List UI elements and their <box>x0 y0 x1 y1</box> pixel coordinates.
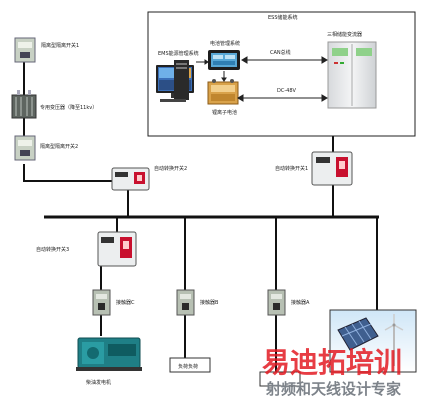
contactor-c-icon <box>92 289 111 316</box>
contactor-c: 接触器C <box>92 289 135 316</box>
contactor-a-label: 接触器A <box>291 299 310 306</box>
contactor-a-icon <box>267 289 286 316</box>
pcs-cabinet: 三相储能变流器 <box>327 31 377 109</box>
isolator-1-icon <box>14 37 36 63</box>
diesel-generator: 柴油发电机 <box>76 337 142 386</box>
wind-turbine-icon <box>384 314 404 366</box>
solar-panel-icon <box>337 317 379 351</box>
isolator-2-icon <box>14 135 36 161</box>
bms-label: 电池管理系统 <box>210 40 240 47</box>
renewables <box>329 309 417 373</box>
battery-label: 锂离子电池 <box>212 109 237 116</box>
keyboard-icon <box>160 99 186 102</box>
dc-bus-label: DC-48V <box>277 88 297 94</box>
transformer-label: 专用变压器（降至11kv） <box>40 104 97 111</box>
pcs-label: 三相储能变流器 <box>327 31 362 38</box>
ess-title: ESS储能系统 <box>268 14 298 21</box>
ems-label: EMS能源管理系统 <box>158 50 199 57</box>
contactor-b: 接触器B <box>176 289 219 316</box>
contactor-a: 接触器A <box>267 289 310 316</box>
isolator-switch-1: 隔离型隔离开关1 <box>14 37 79 63</box>
ems-workstation: EMS能源管理系统 <box>156 50 199 102</box>
renewables-frame <box>329 309 417 373</box>
ess-system: ESS储能系统 EMS能源管理系统 电池管理系统 <box>147 11 416 137</box>
ats-3: 自动转换开关3 <box>36 231 137 267</box>
contactor-c-label: 接触器C <box>116 299 135 306</box>
transformer-icon <box>11 94 37 119</box>
ats-1-label: 自动转换开关1 <box>275 165 308 172</box>
load-2-box <box>259 371 301 387</box>
ats-2: 自动转换开关2 <box>111 165 187 191</box>
isolator-2-label: 隔离型隔离开关2 <box>40 143 78 150</box>
isolator-1-label: 隔离型隔离开关1 <box>41 42 79 49</box>
contactor-b-icon <box>176 289 195 316</box>
watermark-slogan: 射频和天线设计专家 <box>265 380 401 398</box>
load-2 <box>259 371 301 387</box>
ats-3-label: 自动转换开关3 <box>36 246 69 253</box>
genset-label: 柴油发电机 <box>86 379 111 386</box>
load-1-box <box>169 357 211 373</box>
load-1-label: 负荷负荷 <box>178 363 198 370</box>
isolator-switch-2: 隔离型隔离开关2 <box>14 135 78 161</box>
load-1: 负荷负荷 <box>169 357 211 373</box>
can-bus-label: CAN总线 <box>270 49 291 56</box>
watermark-brand: 易迪拓培训 <box>262 346 402 379</box>
bms-panel: 电池管理系统 <box>208 40 240 70</box>
transformer: 专用变压器（降至11kv） <box>11 90 97 119</box>
ess-arrows: CAN总线 DC-48V <box>196 49 328 102</box>
battery-pack: 锂离子电池 <box>207 79 239 116</box>
contactor-b-label: 接触器B <box>200 299 219 306</box>
ats-2-label: 自动转换开关2 <box>154 165 187 172</box>
watermark: 易迪拓培训 射频和天线设计专家 <box>262 346 402 398</box>
wiring <box>23 62 379 372</box>
wire-isolator2-ats2 <box>23 164 112 182</box>
ats-1: 自动转换开关1 <box>275 151 353 186</box>
pc-tower-icon <box>174 60 189 100</box>
